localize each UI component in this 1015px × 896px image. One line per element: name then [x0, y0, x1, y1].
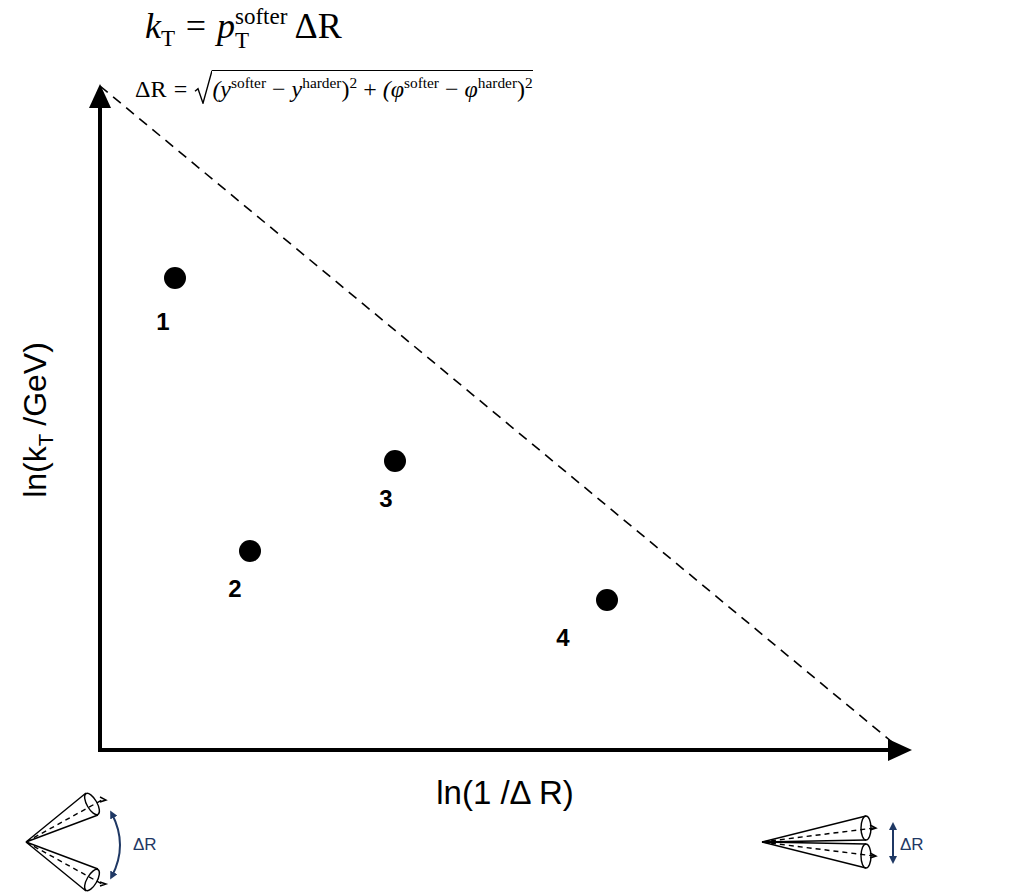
kt-formula: kT=psofterTΔR	[145, 4, 342, 52]
superscript: softer	[404, 74, 439, 91]
callout-group: 1	[156, 308, 169, 336]
formula-term: y	[292, 76, 303, 102]
kinematic-limit	[100, 86, 892, 742]
formula-term: −	[272, 76, 286, 102]
formula-term: )	[341, 76, 349, 102]
emission-dot	[164, 267, 186, 289]
formula-term: −	[445, 76, 459, 102]
narrow-cones	[762, 816, 876, 868]
emission-dot	[239, 540, 261, 562]
superscript: harder	[302, 74, 341, 91]
delta-r-label: ΔR	[133, 835, 157, 854]
callout-number: 3	[379, 485, 392, 512]
callout-group: 2	[228, 575, 241, 603]
delta-r-arrow	[892, 826, 894, 860]
superscript: softer	[235, 4, 287, 28]
formula-term: (y	[212, 76, 231, 102]
formula-term: φ	[465, 76, 478, 102]
callout-number: 4	[556, 624, 569, 651]
cone-label-group: ΔR	[133, 835, 157, 855]
radical-sign	[194, 70, 212, 104]
formula-term: p	[217, 6, 235, 46]
delta-r-arrow	[112, 814, 120, 876]
square-root: (ysofter−yharder)2+(φsofter−φharder)2	[194, 70, 532, 104]
superscript: 2	[525, 74, 533, 91]
delta-r-formula: ΔR=(ysofter−yharder)2+(φsofter−φharder)2	[135, 70, 533, 104]
formula-term: +	[363, 76, 377, 102]
x-axis	[98, 748, 895, 752]
axis-label: ln(1 /Δ R)	[436, 774, 574, 811]
callout-number: 1	[156, 308, 169, 335]
subscript: T	[235, 28, 287, 52]
superscript: harder	[478, 74, 517, 91]
callout-number: 2	[228, 575, 241, 602]
cone-label-group: ΔR	[900, 835, 924, 855]
superscript: softer	[231, 74, 266, 91]
axis-label: ln(k	[17, 446, 53, 498]
emission-dot	[384, 450, 406, 472]
callout-group: 3	[379, 485, 392, 513]
axis-label: /GeV)	[17, 342, 53, 426]
superscript: 2	[349, 74, 357, 91]
formula-term: ΔR	[135, 76, 166, 102]
x-axis-label: ln(1 /Δ R)	[436, 774, 574, 812]
formula-term: k	[145, 6, 161, 46]
subscript: T	[35, 434, 58, 447]
callout-group: 4	[556, 624, 569, 652]
sup-sub-pair: softerT	[235, 4, 287, 52]
y-axis-label: ln(kT/GeV)	[17, 342, 58, 498]
emission-dot	[596, 589, 618, 611]
radicand: (ysofter−yharder)2+(φsofter−φharder)2	[212, 70, 532, 104]
formula-term: =	[186, 6, 206, 46]
formula-term: ΔR	[295, 6, 342, 46]
delta-r-label: ΔR	[900, 835, 924, 854]
formula-term: =	[174, 76, 188, 102]
wide-cones	[26, 791, 106, 893]
formula-term: (φ	[383, 76, 404, 102]
y-axis	[98, 100, 102, 750]
formula-term: )	[517, 76, 525, 102]
y-axis-arrow	[89, 84, 111, 108]
subscript: T	[161, 25, 175, 51]
